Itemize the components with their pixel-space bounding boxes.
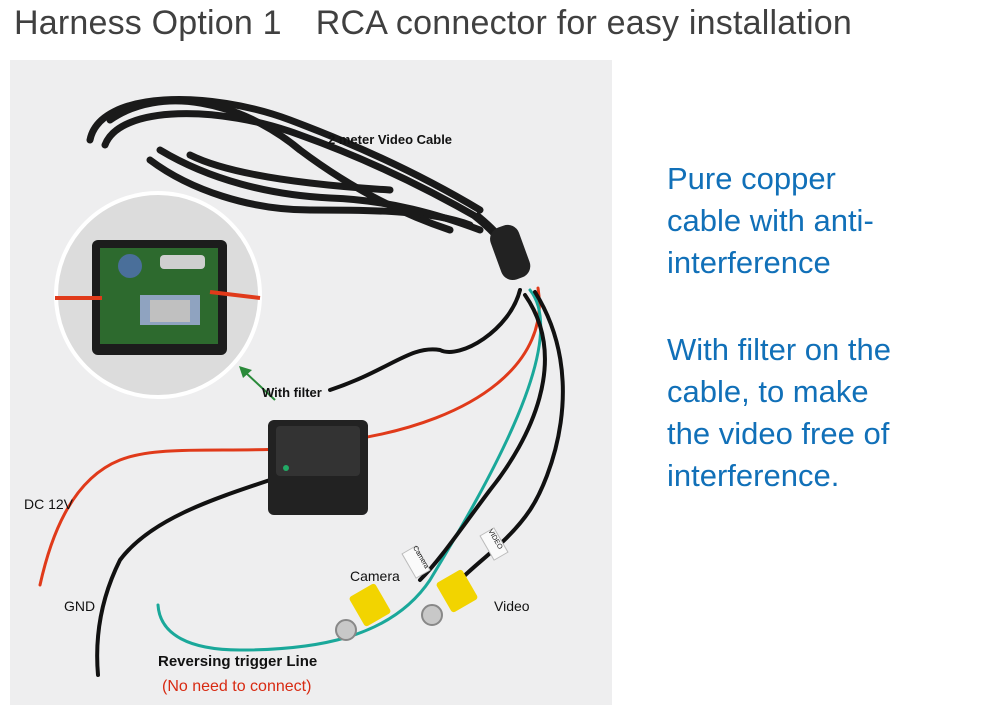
video-cable-label: 2 meter Video Cable	[328, 132, 453, 147]
page-title: Harness Option 1 RCA connector for easy i…	[14, 4, 852, 43]
description-paragraph-2: With filter on the cable, to make the vi…	[667, 329, 967, 497]
camera-tag	[401, 545, 431, 579]
harness-photo: 2 meter Video Cable With filter DC 12V G…	[10, 60, 612, 705]
video-label: Video	[494, 598, 530, 614]
video-tag	[479, 527, 509, 561]
title-part-1: Harness Option 1	[14, 4, 282, 42]
rca-camera-connector	[335, 583, 391, 641]
rca-video-connector	[421, 569, 478, 626]
description-line: the video free of	[667, 416, 890, 451]
harness-illustration	[38, 96, 565, 677]
description-line: With filter on the	[667, 332, 891, 367]
coiled-cable	[86, 96, 486, 234]
cable-splitter	[490, 224, 531, 281]
description-line: Pure copper	[667, 161, 836, 196]
filter-inset	[54, 191, 262, 399]
filter-box	[268, 420, 368, 515]
description-line: interference.	[667, 458, 840, 493]
no-connect-note: (No need to connect)	[162, 678, 312, 695]
trigger-line-label: Reversing trigger Line	[158, 653, 318, 670]
description-line: interference	[667, 245, 831, 280]
title-part-2: RCA connector for easy installation	[315, 4, 852, 42]
description-line: cable with anti-	[667, 203, 874, 238]
gnd-label: GND	[64, 598, 96, 614]
wires	[38, 286, 565, 677]
arrow-icon	[244, 371, 276, 401]
description-line: cable, to make	[667, 374, 869, 409]
dc12v-label: DC 12V	[24, 496, 74, 512]
with-filter-label: With filter	[262, 385, 322, 400]
description-paragraph-1: Pure copper cable with anti- interferenc…	[667, 158, 967, 284]
camera-label: Camera	[350, 568, 400, 584]
